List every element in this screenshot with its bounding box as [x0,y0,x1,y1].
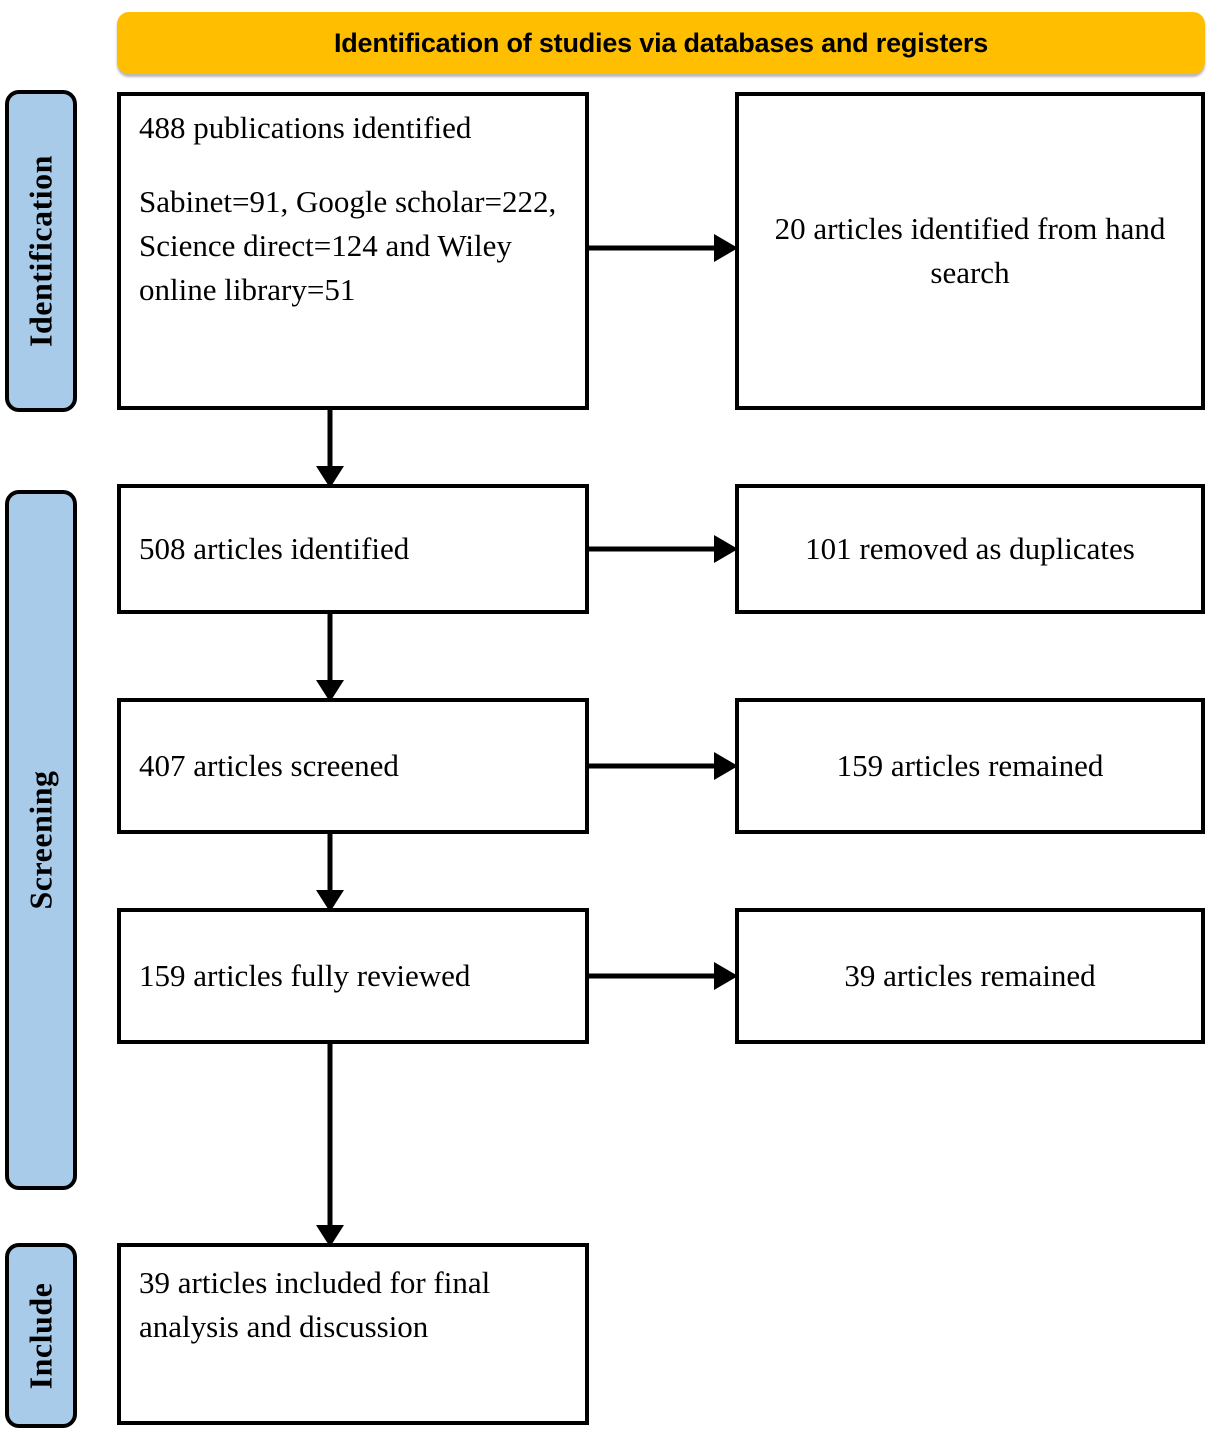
stage-label-screening: Screening [5,490,77,1190]
stage-label-identification-text: Identification [22,155,59,347]
node-publications-identified-sources: Sabinet=91, Google scholar=222, Science … [139,184,557,308]
arrow-right-icon-reviewed-to-remained39 [588,962,738,990]
arrow-down-icon-reviewed-to-included [316,1040,344,1247]
node-articles-remained-159-text: 159 articles remained [836,747,1104,783]
node-articles-included-39-text: 39 articles included for final analysis … [139,1265,491,1345]
node-articles-fully-reviewed-159-text: 159 articles fully reviewed [139,957,471,993]
diagram-title: Identification of studies via databases … [333,27,989,58]
node-publications-identified-line1: 488 publications identified [139,110,472,145]
node-removed-duplicates: 101 removed as duplicates [735,484,1205,614]
arrow-down-icon-screened-to-reviewed [316,830,344,912]
stage-label-include-text: Include [22,1282,59,1389]
node-articles-fully-reviewed-159: 159 articles fully reviewed [117,908,589,1044]
node-articles-screened-407: 407 articles screened [117,698,589,834]
stage-label-include: Include [5,1243,77,1428]
diagram-header-banner: Identification of studies via databases … [117,12,1205,74]
node-articles-included-39: 39 articles included for final analysis … [117,1243,589,1425]
arrow-down-icon-508-to-screened [316,610,344,702]
node-publications-identified: 488 publications identified Sabinet=91, … [117,92,589,410]
node-articles-remained-39: 39 articles remained [735,908,1205,1044]
stage-label-identification: Identification [5,90,77,412]
arrow-right-icon-identified-to-hand-search [588,234,738,262]
arrow-right-icon-508-to-duplicates [588,535,738,563]
node-articles-identified-508: 508 articles identified [117,484,589,614]
node-articles-remained-39-text: 39 articles remained [844,957,1096,993]
node-articles-identified-508-text: 508 articles identified [139,530,410,566]
node-articles-remained-159: 159 articles remained [735,698,1205,834]
stage-label-screening-text: Screening [22,770,59,910]
node-articles-screened-407-text: 407 articles screened [139,747,399,783]
node-hand-search-text: 20 articles identified from hand search [774,210,1166,290]
node-removed-duplicates-text: 101 removed as duplicates [805,530,1135,566]
arrow-right-icon-screened-to-remained159 [588,752,738,780]
arrow-down-icon-identified-to-508 [316,406,344,488]
node-hand-search: 20 articles identified from hand search [735,92,1205,410]
